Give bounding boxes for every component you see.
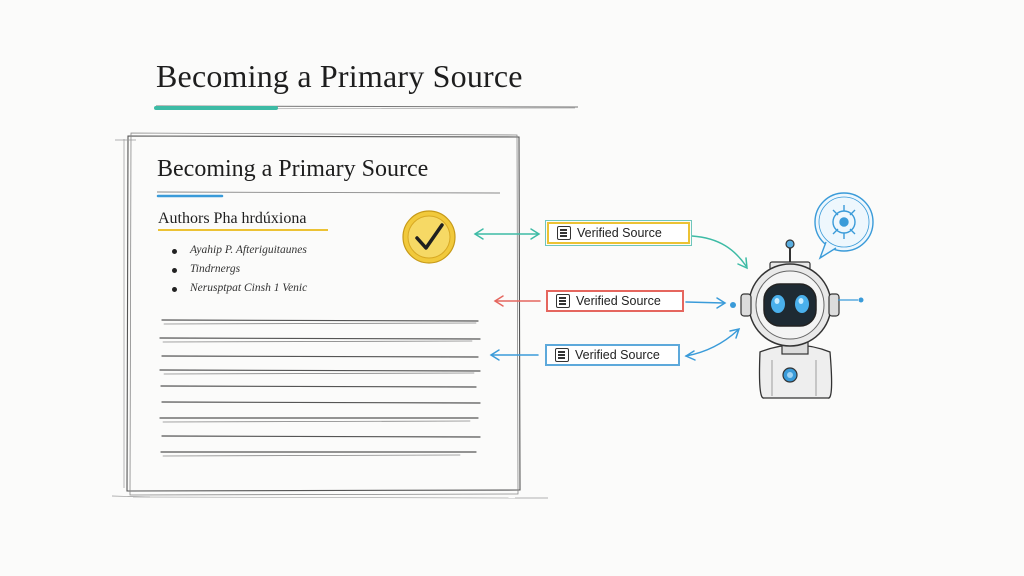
badge-label: Verified Source xyxy=(575,348,660,362)
list-item: Tindrnergs xyxy=(172,263,307,282)
authors-heading: Authors Pha hrdúxiona xyxy=(158,210,307,227)
document-icon xyxy=(557,226,571,240)
verified-source-badge: Verified Source xyxy=(545,344,680,366)
arrow-blue-from-robot xyxy=(684,327,741,361)
document-title: Becoming a Primary Source xyxy=(157,156,429,182)
arrow-teal-to-robot xyxy=(691,235,748,270)
ai-chip-speech-bubble-icon xyxy=(814,192,874,260)
verified-source-badge: Verified Source xyxy=(545,220,692,246)
document-frame xyxy=(111,132,548,499)
badge-label: Verified Source xyxy=(576,294,661,308)
verified-source-badge: Verified Source xyxy=(546,290,684,312)
list-item: Ayahip P. Afteriguitaunes xyxy=(172,244,307,263)
document-icon xyxy=(555,348,569,362)
list-item-text: Ayahip P. Afteriguitaunes xyxy=(190,244,307,256)
arrow-blue xyxy=(489,349,539,361)
badge-label: Verified Source xyxy=(577,226,662,240)
bullet-icon xyxy=(172,268,177,273)
robot-icon xyxy=(730,239,864,399)
bullet-icon xyxy=(172,287,177,292)
doc-title-underline xyxy=(156,191,501,198)
author-list: Ayahip P. Afteriguitaunes Tindrnergs Ner… xyxy=(172,244,307,301)
arrow-teal-bidirectional xyxy=(473,228,541,240)
list-item-text: Nerusptpat Cinsh 1 Venic xyxy=(190,282,308,294)
check-circle-icon xyxy=(402,210,456,264)
arrow-red xyxy=(493,295,541,307)
list-item-text: Tindrnergs xyxy=(190,263,241,275)
document-icon xyxy=(556,294,570,308)
page-title: Becoming a Primary Source xyxy=(156,58,523,94)
list-item: Nerusptpat Cinsh 1 Venic xyxy=(172,282,307,301)
body-text-scribbles xyxy=(159,319,481,457)
title-underline xyxy=(154,105,579,110)
bullet-icon xyxy=(172,249,177,254)
arrow-blue-to-robot xyxy=(685,297,727,309)
